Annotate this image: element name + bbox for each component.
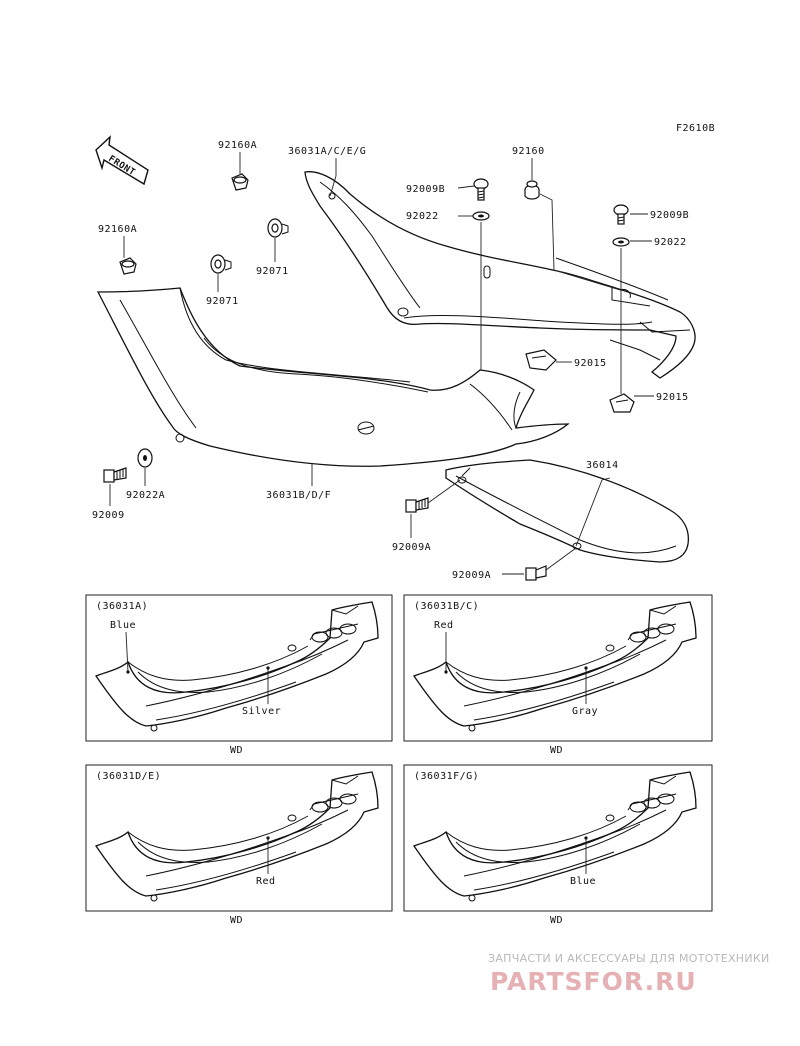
- variant-title: (36031D/E): [96, 771, 161, 782]
- washer-92022A-icon: [137, 448, 153, 468]
- variant-panel-36031BC: (36031B/C) Red Gray WD: [403, 594, 713, 756]
- variant-panel-36031DE: (36031D/E) Red WD: [85, 764, 393, 926]
- callout-92160A-left: 92160A: [98, 224, 137, 235]
- variant-color-main: Silver: [242, 706, 281, 717]
- figure-code: F2610B: [676, 123, 715, 134]
- variant-color-main: Gray: [572, 706, 598, 717]
- callout-92160: 92160: [512, 146, 545, 157]
- callout-92071-a: 92071: [256, 266, 289, 277]
- variant-market: WD: [550, 915, 563, 926]
- callout-92022-b: 92022: [654, 237, 687, 248]
- callout-labels: 92160A 36031A/C/E/G 92160 92009B 92022 9…: [92, 140, 689, 581]
- side-panel-36014: [445, 459, 690, 563]
- damper-92160-icon: [524, 180, 540, 200]
- callout-92009A-a: 92009A: [392, 542, 431, 553]
- callout-92009: 92009: [92, 510, 125, 521]
- bolt-92009A-b-icon: [525, 565, 547, 581]
- variant-panel-36031FG: (36031F/G) Blue WD: [403, 764, 713, 926]
- callout-92009A-b: 92009A: [452, 570, 491, 581]
- callout-92022A: 92022A: [126, 490, 165, 501]
- side-cover-upper: [304, 171, 696, 379]
- washer-92022-b-icon: [612, 237, 630, 247]
- side-cover-lower: [96, 287, 570, 467]
- variant-color-top: Blue: [110, 620, 136, 631]
- grommet-92160A-left-icon: [119, 257, 137, 275]
- grommet-92160A-top-icon: [231, 173, 249, 191]
- washer-92022-a-icon: [472, 211, 490, 221]
- variant-title: (36031A): [96, 601, 148, 612]
- callout-92015-b: 92015: [656, 392, 689, 403]
- variant-panel-36031A: (36031A) Blue Silver WD: [85, 594, 393, 756]
- callout-36031BDF: 36031B/D/F: [266, 490, 331, 501]
- variant-color-main: Blue: [570, 876, 596, 887]
- leader-lines: [109, 152, 654, 575]
- watermark-logo: PARTSFOR.RU: [490, 967, 697, 996]
- variant-market: WD: [230, 745, 243, 756]
- callout-92160A-top: 92160A: [218, 140, 257, 151]
- clip-92015-b-icon: [609, 393, 635, 413]
- callout-92015-a: 92015: [574, 358, 607, 369]
- variant-market: WD: [550, 745, 563, 756]
- bolt-92009B-b-icon: [613, 204, 629, 225]
- grommet-92071-b-icon: [210, 254, 232, 274]
- callout-92022-a: 92022: [406, 211, 439, 222]
- variant-title: (36031B/C): [414, 601, 479, 612]
- bolt-92009A-a-icon: [405, 497, 429, 513]
- hardware: [103, 173, 635, 581]
- bolt-92009B-a-icon: [473, 178, 489, 201]
- callout-92009B-a: 92009B: [406, 184, 445, 195]
- variant-market: WD: [230, 915, 243, 926]
- watermark: ЗАПЧАСТИ И АКСЕССУАРЫ ДЛЯ МОТОТЕХНИКИ PA…: [488, 952, 770, 996]
- callout-92009B-b: 92009B: [650, 210, 689, 221]
- clip-92015-a-icon: [525, 349, 557, 371]
- variant-title: (36031F/G): [414, 771, 479, 782]
- callout-92071-b: 92071: [206, 296, 239, 307]
- callout-36031ACEG: 36031A/C/E/G: [288, 146, 366, 157]
- variant-color-top: Red: [434, 620, 454, 631]
- front-arrow-icon: FRONT: [95, 135, 149, 186]
- grommet-92071-a-icon: [267, 218, 289, 238]
- watermark-tagline: ЗАПЧАСТИ И АКСЕССУАРЫ ДЛЯ МОТОТЕХНИКИ: [488, 952, 770, 965]
- variant-color-main: Red: [256, 876, 276, 887]
- callout-36014: 36014: [586, 460, 619, 471]
- bolt-92009-icon: [103, 467, 127, 483]
